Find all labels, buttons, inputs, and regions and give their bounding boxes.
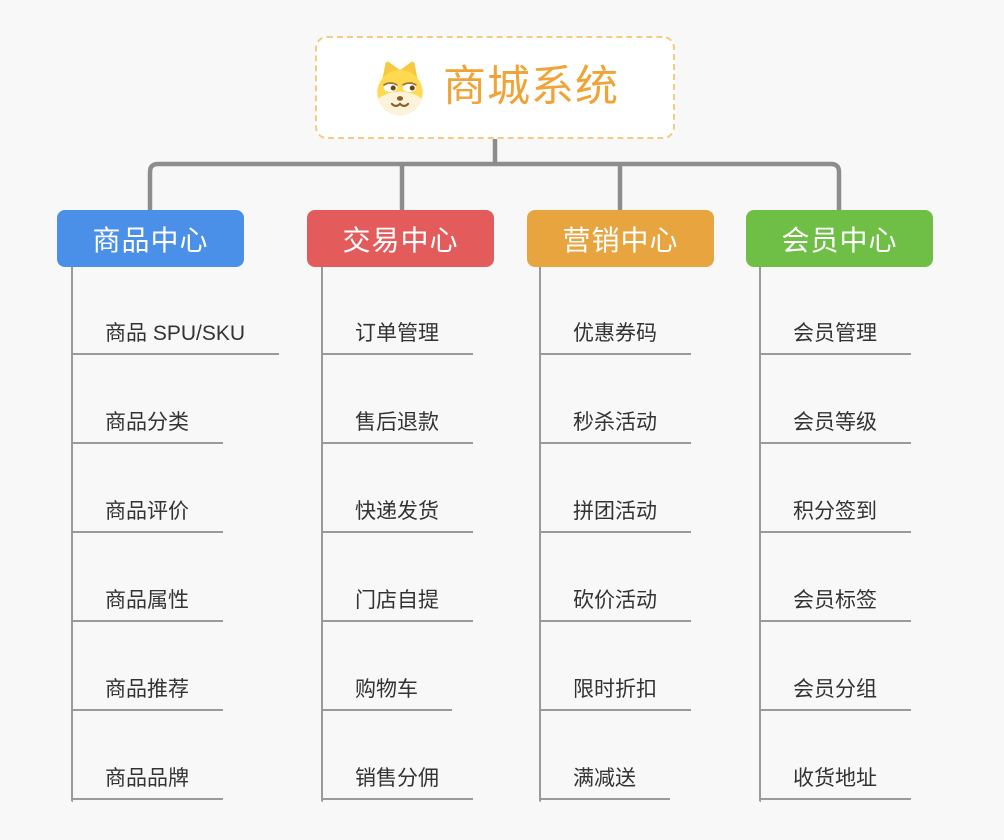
branch-node-member-center[interactable]: 会员中心 xyxy=(746,210,933,267)
leaf-item[interactable]: 收货地址 xyxy=(760,765,911,800)
leaf-item[interactable]: 购物车 xyxy=(322,676,452,711)
branch-node-trade-center[interactable]: 交易中心 xyxy=(307,210,494,267)
leaf-item[interactable]: 会员分组 xyxy=(760,676,911,711)
leaf-item[interactable]: 秒杀活动 xyxy=(540,409,691,444)
leaf-item[interactable]: 砍价活动 xyxy=(540,587,691,622)
leaf-item[interactable]: 售后退款 xyxy=(322,409,473,444)
branch-label: 商品中心 xyxy=(92,224,209,256)
leaf-item[interactable]: 满减送 xyxy=(540,765,670,800)
leaf-item[interactable]: 门店自提 xyxy=(322,587,473,622)
leaf-item[interactable]: 优惠券码 xyxy=(540,320,691,355)
leaf-item[interactable]: 商品品牌 xyxy=(72,765,223,800)
branch-node-marketing-center[interactable]: 营销中心 xyxy=(527,210,714,267)
leaf-item[interactable]: 拼团活动 xyxy=(540,498,691,533)
branch-spine-line xyxy=(321,267,323,802)
branch-label: 会员中心 xyxy=(781,224,898,256)
leaf-item[interactable]: 会员管理 xyxy=(760,320,911,355)
leaf-item[interactable]: 商品属性 xyxy=(72,587,223,622)
branch-spine-line xyxy=(71,267,73,802)
branch-spine-line xyxy=(759,267,761,802)
branch-label: 营销中心 xyxy=(562,224,679,256)
leaf-item[interactable]: 快递发货 xyxy=(322,498,473,533)
leaf-item[interactable]: 商品评价 xyxy=(72,498,223,533)
root-title: 商城系统 xyxy=(443,63,619,111)
leaf-item[interactable]: 限时折扣 xyxy=(540,676,691,711)
leaf-item[interactable]: 积分签到 xyxy=(760,498,911,533)
leaf-item[interactable]: 商品分类 xyxy=(72,409,223,444)
leaf-item[interactable]: 商品 SPU/SKU xyxy=(72,320,280,355)
leaf-column-member: 会员管理 会员等级 积分签到 会员标签 会员分组 收货地址 xyxy=(760,0,1004,840)
leaf-column-product: 商品 SPU/SKU 商品分类 商品评价 商品属性 商品推荐 商品品牌 xyxy=(72,0,322,840)
root-node[interactable]: 商城系统 xyxy=(315,36,675,139)
leaf-column-marketing: 优惠券码 秒杀活动 拼团活动 砍价活动 限时折扣 满减送 xyxy=(540,0,790,840)
leaf-item[interactable]: 会员等级 xyxy=(760,409,911,444)
leaf-item[interactable]: 销售分佣 xyxy=(322,765,473,800)
leaf-item[interactable]: 订单管理 xyxy=(322,320,473,355)
branch-spine-line xyxy=(539,267,541,802)
leaf-column-trade: 订单管理 售后退款 快递发货 门店自提 购物车 销售分佣 xyxy=(322,0,572,840)
branch-label: 交易中心 xyxy=(342,224,459,256)
dog-face-icon xyxy=(377,61,423,115)
leaf-item[interactable]: 会员标签 xyxy=(760,587,911,622)
leaf-item[interactable]: 商品推荐 xyxy=(72,676,223,711)
branch-node-product-center[interactable]: 商品中心 xyxy=(57,210,244,267)
